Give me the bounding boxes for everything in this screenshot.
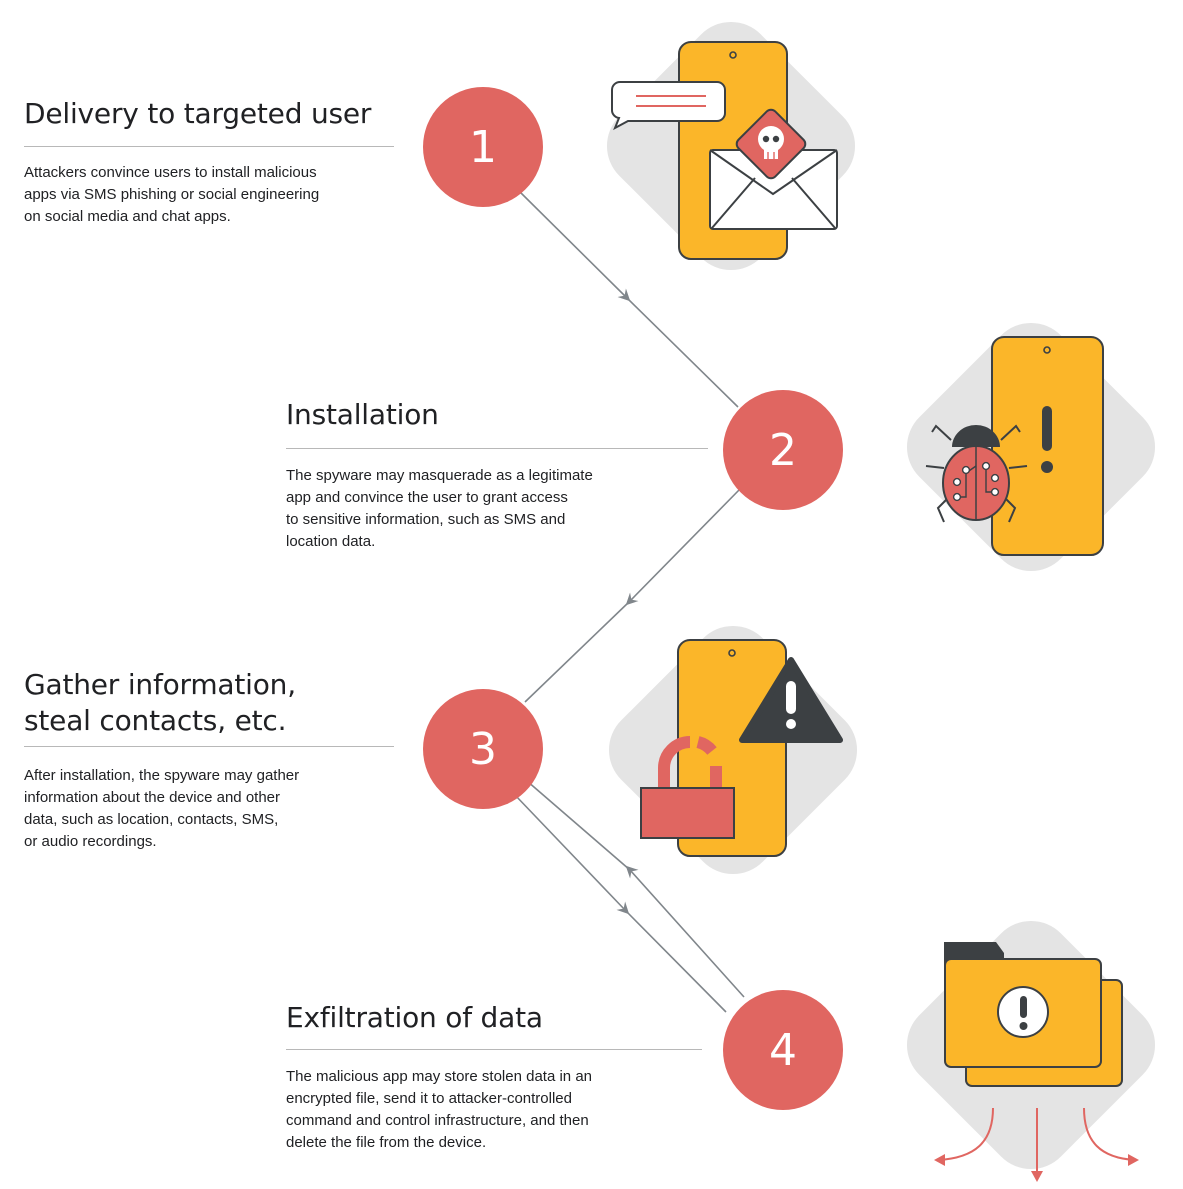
phishing-message-phone-icon: [610, 41, 838, 260]
connector-4-to-3: [526, 780, 745, 998]
step-4-number-badge: 4: [723, 990, 843, 1110]
malware-bug-phone-icon: [925, 336, 1104, 556]
step-3-description: After installation, the spyware may gath…: [24, 767, 300, 850]
connector-3-to-4: [514, 794, 727, 1013]
step-1-divider: [24, 146, 394, 147]
unlocked-padlock-warning-phone-icon: [640, 639, 843, 857]
step-2-divider: [286, 448, 708, 449]
step-2-description: The spyware may masquerade as a legitima…: [286, 467, 593, 550]
step-3-number-badge: 3: [423, 689, 543, 809]
step-1-title: Delivery to targeted user: [24, 97, 372, 130]
step-3-divider: [24, 746, 394, 747]
connector-1-to-2: [519, 191, 739, 408]
connector-2-to-3: [524, 488, 741, 703]
step-3-title: Gather information, steal contacts, etc.: [24, 668, 296, 737]
connector-lines: [514, 191, 745, 1013]
step-1-description: Attackers convince users to install mali…: [24, 164, 320, 225]
step-4-description: The malicious app may store stolen data …: [286, 1068, 592, 1151]
step-4-title: Exfiltration of data: [286, 1001, 543, 1034]
folder-exfiltration-icon: [934, 942, 1139, 1182]
step-2-title: Installation: [286, 398, 439, 431]
step-1-number-badge: 1: [423, 87, 543, 207]
step-4-divider: [286, 1049, 702, 1050]
step-2-number-badge: 2: [723, 390, 843, 510]
